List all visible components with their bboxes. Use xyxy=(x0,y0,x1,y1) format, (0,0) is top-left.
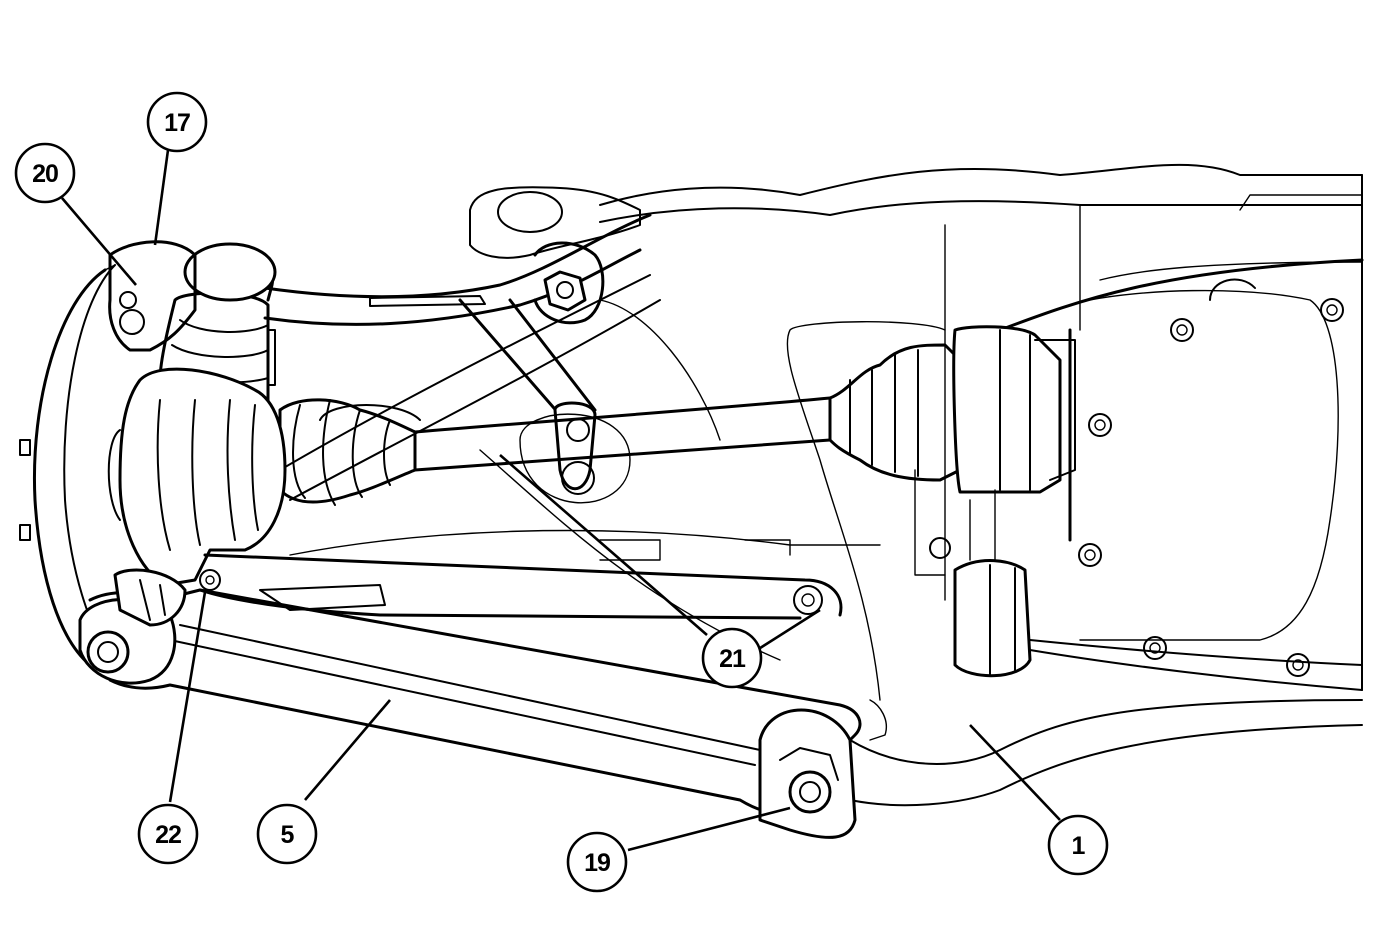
callout-17: 17 xyxy=(146,91,208,153)
callout-17-label: 17 xyxy=(164,109,190,137)
leader-lines xyxy=(61,149,1061,852)
callout-19: 19 xyxy=(566,831,628,893)
callout-1: 1 xyxy=(1047,814,1109,876)
tie-rod xyxy=(279,274,781,661)
driveshaft xyxy=(413,321,1076,701)
callout-22-label: 22 xyxy=(155,821,181,849)
callout-5-label: 5 xyxy=(281,821,295,849)
callout-21: 21 xyxy=(701,627,763,689)
lower-control-arm xyxy=(78,568,862,839)
callout-21-label: 21 xyxy=(719,645,746,673)
upper-control-arm xyxy=(263,186,652,504)
callout-1-label: 1 xyxy=(1072,832,1086,860)
callout-20-label: 20 xyxy=(32,160,58,188)
outer-cv-boot xyxy=(278,398,421,506)
callout-22: 22 xyxy=(137,803,199,865)
callout-5: 5 xyxy=(256,803,318,865)
callout-19-label: 19 xyxy=(584,849,610,877)
subframe xyxy=(599,163,1364,807)
rear-link xyxy=(198,529,887,741)
callout-20: 20 xyxy=(14,142,76,204)
